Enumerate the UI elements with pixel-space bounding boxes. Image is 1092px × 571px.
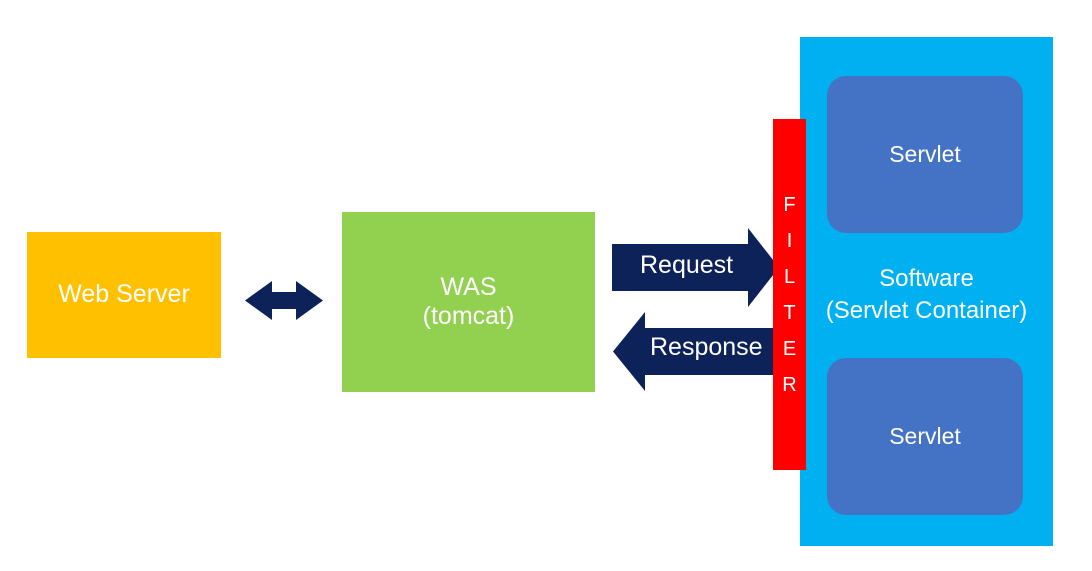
filter-letter-i: I — [786, 229, 793, 252]
was-label-line2: (tomcat) — [422, 302, 515, 330]
node-web-server: Web Server — [27, 232, 221, 358]
software-caption-line2: (Servlet Container) — [825, 296, 1028, 324]
request-arrow-label: Request — [640, 251, 734, 279]
node-was: WAS (tomcat) — [342, 212, 595, 392]
was-label-line1: WAS — [440, 272, 497, 301]
servlet-bottom-label: Servlet — [889, 422, 961, 449]
node-servlet-bottom: Servlet — [827, 358, 1023, 515]
filter-letter-f: F — [783, 193, 796, 216]
software-container-caption: Software (Servlet Container) — [800, 263, 1053, 326]
web-server-label: Web Server — [58, 280, 190, 309]
filter-letter-l: L — [783, 265, 796, 288]
filter-letter-t: T — [783, 301, 796, 324]
node-filter: F I L T E R — [773, 119, 806, 470]
response-arrow-label: Response — [650, 333, 763, 361]
filter-letter-e: E — [782, 337, 797, 360]
node-servlet-top: Servlet — [827, 76, 1023, 233]
software-caption-line1: Software — [879, 265, 974, 292]
servlet-top-label: Servlet — [889, 140, 961, 167]
bidirectional-arrow-icon — [245, 281, 323, 320]
filter-letter-r: R — [782, 373, 797, 396]
